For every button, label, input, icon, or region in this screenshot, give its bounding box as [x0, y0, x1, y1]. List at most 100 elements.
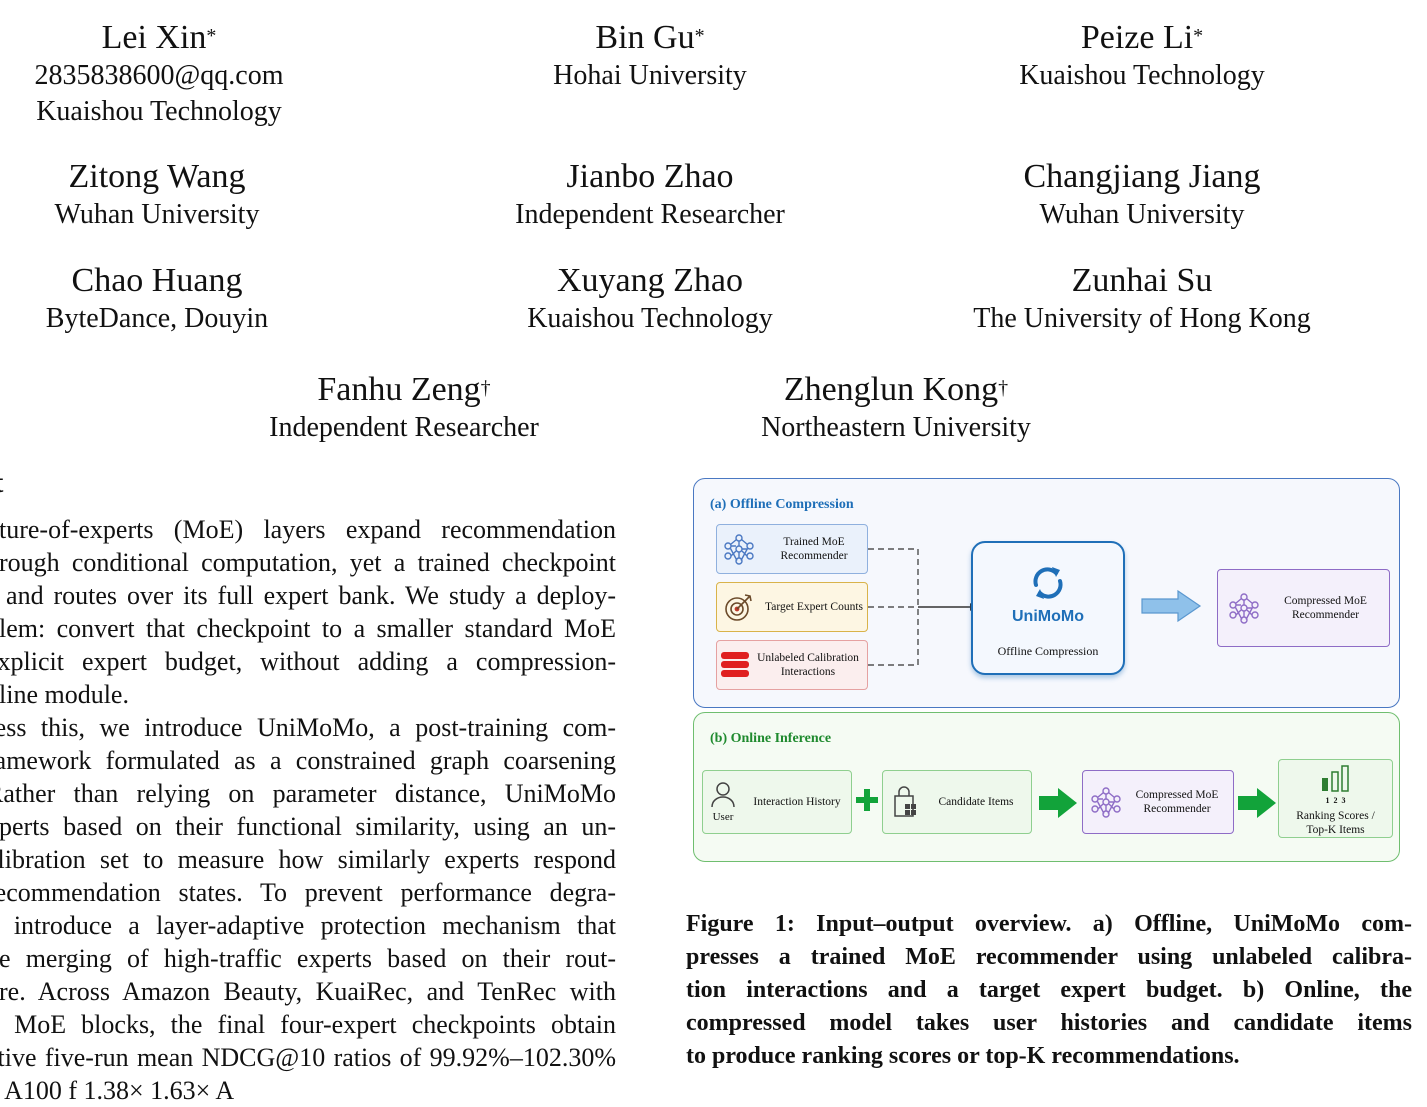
- abstract-line: ure. Across Amazon Beauty, KuaiRec, and …: [0, 977, 616, 1006]
- equal-contrib-mark: *: [206, 25, 217, 47]
- input-target-expert-counts: Target Expert Counts: [716, 582, 868, 632]
- caption-line: Figure 1: Input–output overview. a) Offl…: [686, 911, 1412, 937]
- panel-a-title: (a) Offline Compression: [710, 497, 854, 512]
- author-affiliation: ByteDance, Douyin: [45, 303, 269, 334]
- author-name: Zunhai Su: [1071, 262, 1213, 299]
- panel-online-inference: (b) Online Inference User Interaction Hi…: [693, 712, 1400, 862]
- network-icon: [1083, 785, 1129, 819]
- abstract-line: he merging of high-traffic experts based…: [0, 944, 616, 973]
- author-affiliation: Wuhan University: [1039, 199, 1245, 230]
- core-label: Offline Compression: [997, 644, 1099, 658]
- interaction-history-box: User Interaction History: [702, 770, 852, 834]
- network-icon: [1218, 591, 1270, 625]
- caption-line: to produce ranking scores or top-K recom…: [686, 1043, 1240, 1069]
- panel-offline-compression: (a) Offline Compression Trained MoE Reco…: [693, 478, 1400, 708]
- corresponding-mark: †: [480, 377, 491, 399]
- author-2: Bin Gu* Hohai University: [490, 18, 810, 94]
- author-affiliation: Wuhan University: [54, 199, 260, 230]
- author-name: Zitong Wang: [68, 158, 246, 195]
- input-trained-moe: Trained MoE Recommender: [716, 524, 868, 574]
- abstract-line: xperts based on their functional similar…: [0, 812, 616, 841]
- target-icon: [717, 591, 761, 623]
- caption-line: compressed model takes user histories an…: [686, 1010, 1412, 1036]
- core-name: UniMoMo: [1012, 608, 1084, 625]
- ranking-scores-box: 1 2 3 Ranking Scores / Top-K Items: [1278, 759, 1393, 838]
- abstract-line: hrough conditional computation, yet a tr…: [0, 548, 616, 577]
- author-affiliation: Kuaishou Technology: [527, 303, 773, 334]
- compressed-moe-box: Compressed MoE Recommender: [1082, 770, 1234, 834]
- author-email: 2835838600@qq.com: [34, 60, 284, 91]
- model-label: Compressed MoE Recommender: [1135, 789, 1219, 815]
- abstract-line: blem: convert that checkpoint to a small…: [0, 614, 616, 643]
- unimomo-core: UniMoMo Offline Compression: [971, 541, 1125, 675]
- input-calibration-interactions: Unlabeled Calibration Interactions: [716, 640, 868, 690]
- author-5: Jianbo Zhao Independent Researcher: [480, 157, 820, 233]
- shopping-bag-icon: [883, 786, 931, 818]
- abstract-line: ative five-run mean NDCG@10 ratios of 99…: [0, 1043, 616, 1072]
- figure-caption: Figure 1: Input–output overview. a) Offl…: [686, 908, 1412, 1073]
- input-label: Unlabeled Calibration Interactions: [757, 652, 859, 678]
- equal-contrib-mark: *: [1193, 25, 1204, 47]
- author-name: Peize Li: [1080, 19, 1194, 56]
- history-label: Interaction History: [753, 796, 841, 808]
- panel-b-title: (b) Online Inference: [710, 731, 832, 746]
- figure-1: (a) Offline Compression Trained MoE Reco…: [690, 476, 1402, 866]
- author-affiliation: Northeastern University: [761, 412, 1031, 443]
- author-affiliation: Kuaishou Technology: [1019, 60, 1265, 91]
- abstract-line: ramework formulated as a constrained gra…: [0, 746, 616, 775]
- author-3: Peize Li* Kuaishou Technology: [972, 18, 1312, 94]
- candidates-label: Candidate Items: [938, 796, 1014, 808]
- abstract-line: 6 MoE blocks, the final four-expert chec…: [0, 1010, 616, 1039]
- author-1: Lei Xin* 2835838600@qq.com Kuaishou Tech…: [0, 18, 318, 130]
- abstract-line: e introduce a layer-adaptive protection …: [0, 911, 616, 940]
- abstract-line: Rather than relying on parameter distanc…: [0, 779, 616, 808]
- dashed-connectors: [868, 548, 976, 666]
- abstract-heading: ct: [0, 466, 3, 500]
- abstract-line: s and routes over its full expert bank. …: [0, 581, 616, 610]
- caption-line: tion interactions and a target expert bu…: [686, 977, 1412, 1003]
- author-6: Changjiang Jiang Wuhan University: [972, 157, 1312, 233]
- author-name: Fanhu Zeng: [317, 371, 481, 408]
- result-label: Ranking Scores / Top-K Items: [1296, 810, 1375, 836]
- output-arrow-icon: [1141, 589, 1202, 623]
- abstract-line: nline module.: [0, 680, 129, 709]
- author-name: Zhenglun Kong: [783, 371, 999, 408]
- corresponding-mark: †: [998, 377, 1009, 399]
- author-10: Fanhu Zeng† Independent Researcher: [234, 370, 574, 446]
- green-arrow-icon: [1039, 788, 1077, 818]
- abstract-line: alibration set to measure how similarly …: [0, 845, 616, 874]
- output-compressed-moe: Compressed MoE Recommender: [1217, 569, 1390, 647]
- author-9: Zunhai Su The University of Hong Kong: [942, 261, 1342, 337]
- author-8: Xuyang Zhao Kuaishou Technology: [480, 261, 820, 337]
- cycle-icon: [1033, 567, 1063, 599]
- database-icon: [717, 650, 753, 680]
- user-icon: [711, 782, 735, 808]
- author-11: Zhenglun Kong† Northeastern University: [726, 370, 1066, 446]
- plus-icon: [856, 789, 878, 811]
- author-name: Changjiang Jiang: [1023, 158, 1261, 195]
- abstract-line: recommendation states. To prevent perfor…: [0, 878, 616, 907]
- user-label: User: [712, 811, 734, 823]
- network-icon: [717, 532, 761, 566]
- bar-chart-icon: [1321, 765, 1349, 792]
- author-name: Bin Gu: [595, 19, 695, 56]
- candidate-items-box: Candidate Items: [882, 770, 1032, 834]
- author-name: Lei Xin: [101, 19, 207, 56]
- abstract-body: xture-of-experts (MoE) layers expand rec…: [0, 513, 616, 1107]
- abstract-line: ress this, we introduce UniMoMo, a post-…: [0, 713, 616, 742]
- author-4: Zitong Wang Wuhan University: [0, 157, 314, 233]
- input-label: Target Expert Counts: [765, 601, 863, 613]
- author-affiliation: Independent Researcher: [515, 199, 785, 230]
- author-name: Xuyang Zhao: [556, 262, 743, 299]
- author-affiliation: Independent Researcher: [269, 412, 539, 443]
- author-7: Chao Huang ByteDance, Douyin: [0, 261, 314, 337]
- abstract-line: explicit expert budget, without adding a…: [0, 647, 616, 676]
- author-name: Jianbo Zhao: [566, 158, 734, 195]
- rank-digits: 1 2 3: [1325, 796, 1346, 805]
- output-label: Compressed MoE Recommender: [1284, 595, 1367, 621]
- author-affiliation: Hohai University: [553, 60, 747, 91]
- caption-line: presses a trained MoE recommender using …: [686, 944, 1412, 970]
- equal-contrib-mark: *: [694, 25, 705, 47]
- author-affiliation: Kuaishou Technology: [36, 96, 282, 127]
- input-label: Trained MoE Recommender: [780, 536, 848, 562]
